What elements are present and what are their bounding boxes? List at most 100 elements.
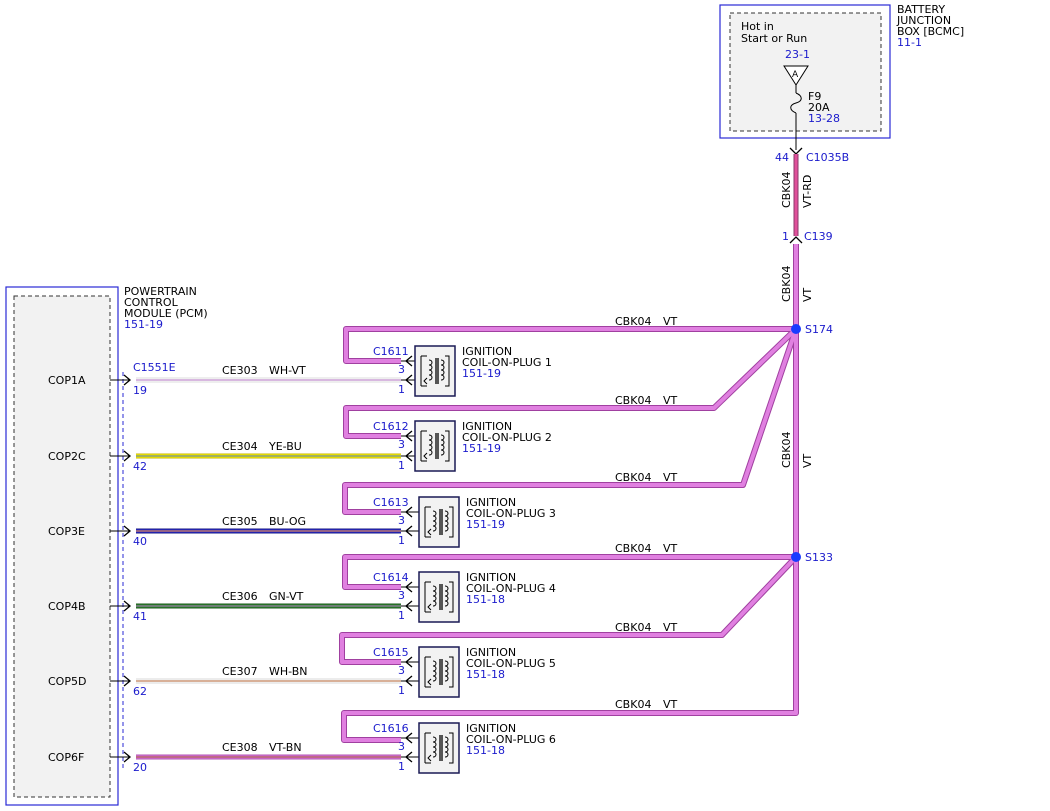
signal-wire[interactable] <box>136 377 401 383</box>
coil-pin1-number: 1 <box>398 459 405 472</box>
ignition-coil-icon[interactable] <box>418 722 460 774</box>
coil-title: IGNITION <box>466 646 516 659</box>
coil-connector-name[interactable]: C1613 <box>373 496 409 509</box>
wire-circuit-label: CE308 <box>222 741 258 754</box>
pcm-pin-arrow-icon <box>123 600 132 612</box>
coil-label: COIL-ON-PLUG 2 <box>462 431 552 444</box>
power-source-triangle-icon <box>783 65 809 86</box>
branch-4-color: VT <box>663 542 678 555</box>
pcm-ref[interactable]: 151-19 <box>124 318 163 331</box>
coil-title: IGNITION <box>466 571 516 584</box>
signal-wire[interactable] <box>136 603 401 609</box>
c139-name[interactable]: C139 <box>804 230 833 243</box>
vt-branch-wire-3[interactable] <box>343 328 798 514</box>
coil-connector-name[interactable]: C1614 <box>373 571 409 584</box>
wire-circuit-label: CE304 <box>222 440 258 453</box>
pcm-pin-number: 19 <box>133 384 147 397</box>
bjb-title-line-2: JUNCTION <box>896 14 951 27</box>
pcm-pin-label: COP4B <box>48 600 86 613</box>
coil-ref[interactable]: 151-19 <box>466 518 505 531</box>
coil-pin1-number: 1 <box>398 684 405 697</box>
branch-1-color: VT <box>663 315 678 328</box>
pcm-pin-number: 41 <box>133 610 147 623</box>
ignition-coil-icon[interactable] <box>418 571 460 623</box>
branch-2-circuit: CBK04 <box>615 394 651 407</box>
coil-pin3-number: 3 <box>398 438 405 451</box>
pcm-title-line-2: CONTROL <box>124 296 179 309</box>
c139-connector-icon <box>789 236 803 244</box>
coil-label: COIL-ON-PLUG 5 <box>466 657 556 670</box>
coil-pin3-number: 3 <box>398 514 405 527</box>
pcm-pin-number: 20 <box>133 761 147 774</box>
pin3-arrow-icon <box>404 355 413 367</box>
vt-branch-wire-2[interactable] <box>344 327 798 438</box>
c1035b-name[interactable]: C1035B <box>806 151 849 164</box>
trunk-mid-color: VT <box>801 453 814 468</box>
ignition-coil-icon[interactable] <box>414 345 456 397</box>
ignition-coil-icon[interactable] <box>414 420 456 472</box>
coil-label: COIL-ON-PLUG 4 <box>466 582 556 595</box>
coil-connector-name[interactable]: C1615 <box>373 646 409 659</box>
ignition-coil-icon[interactable] <box>418 646 460 698</box>
hot-ref[interactable]: 23-1 <box>785 48 810 61</box>
pcm-pin-label: COP2C <box>48 450 86 463</box>
pcm-title-line-1: POWERTRAIN <box>124 285 197 298</box>
pcm-module: POWERTRAIN CONTROL MODULE (PCM) 151-19 C… <box>5 285 208 806</box>
coil-ref[interactable]: 151-19 <box>462 367 501 380</box>
c139-pin: 1 <box>782 230 789 243</box>
coil-connector-name[interactable]: C1616 <box>373 722 409 735</box>
bjb-title-line-1: BATTERY <box>897 3 945 16</box>
wire-circuit-label: CE306 <box>222 590 258 603</box>
trunk-upper-color: VT <box>801 287 814 302</box>
fuse-ref[interactable]: 13-28 <box>808 112 840 125</box>
branch-labels: CBK04 VT CBK04 VT CBK04 VT CBK04 VT CBK0… <box>615 315 678 711</box>
wire-color-label: VT-BN <box>269 741 302 754</box>
branch-1-circuit: CBK04 <box>615 315 651 328</box>
pcm-outline <box>5 286 119 806</box>
coil-ref[interactable]: 151-18 <box>466 593 505 606</box>
vt-trunk-wire[interactable] <box>342 244 798 742</box>
coil-label: COIL-ON-PLUG 1 <box>462 356 552 369</box>
bjb-ref[interactable]: 11-1 <box>897 36 922 49</box>
pcm-pin-number: 40 <box>133 535 147 548</box>
ignition-coil-icon[interactable] <box>418 496 460 548</box>
c1035b-pin: 44 <box>775 151 789 164</box>
pcm-connector-name[interactable]: C1551E <box>133 361 176 374</box>
coil-ref[interactable]: 151-18 <box>466 744 505 757</box>
vt-branch-wire-4[interactable] <box>343 555 796 589</box>
coil-pin3-number: 3 <box>398 664 405 677</box>
fuse-rating: 20A <box>808 101 830 114</box>
coil-pin3-number: 3 <box>398 740 405 753</box>
coil-ref[interactable]: 151-19 <box>462 442 501 455</box>
vt-branch-wire-1[interactable] <box>344 327 796 363</box>
coil-pin1-number: 1 <box>398 383 405 396</box>
splice-s174-dot[interactable] <box>791 324 801 334</box>
coil-ref[interactable]: 151-18 <box>466 668 505 681</box>
splice-s133-dot[interactable] <box>791 552 801 562</box>
pcm-pin-arrow-icon <box>123 751 132 763</box>
bjb-inner <box>729 12 882 132</box>
signal-wire[interactable] <box>136 453 401 459</box>
signal-wire[interactable] <box>136 754 401 760</box>
pcm-pin-label: COP6F <box>48 751 84 764</box>
coil-connector-name[interactable]: C1611 <box>373 345 409 358</box>
bjb-outline <box>719 4 891 139</box>
pcm-inner <box>13 295 111 798</box>
signal-wire[interactable] <box>136 678 401 684</box>
pcm-pin-number: 42 <box>133 460 147 473</box>
vt-branch-wire-5[interactable] <box>340 555 798 664</box>
pin3-arrow-icon <box>404 581 413 593</box>
branch-3-color: VT <box>663 471 678 484</box>
feed-wire-section: 44 C1035B CBK04 VT-RD 1 C139 <box>775 147 849 244</box>
signal-wire[interactable] <box>136 528 401 534</box>
branch-5-circuit: CBK04 <box>615 621 651 634</box>
wire-color-label: WH-BN <box>269 665 308 678</box>
coil-connector-name[interactable]: C1612 <box>373 420 409 433</box>
